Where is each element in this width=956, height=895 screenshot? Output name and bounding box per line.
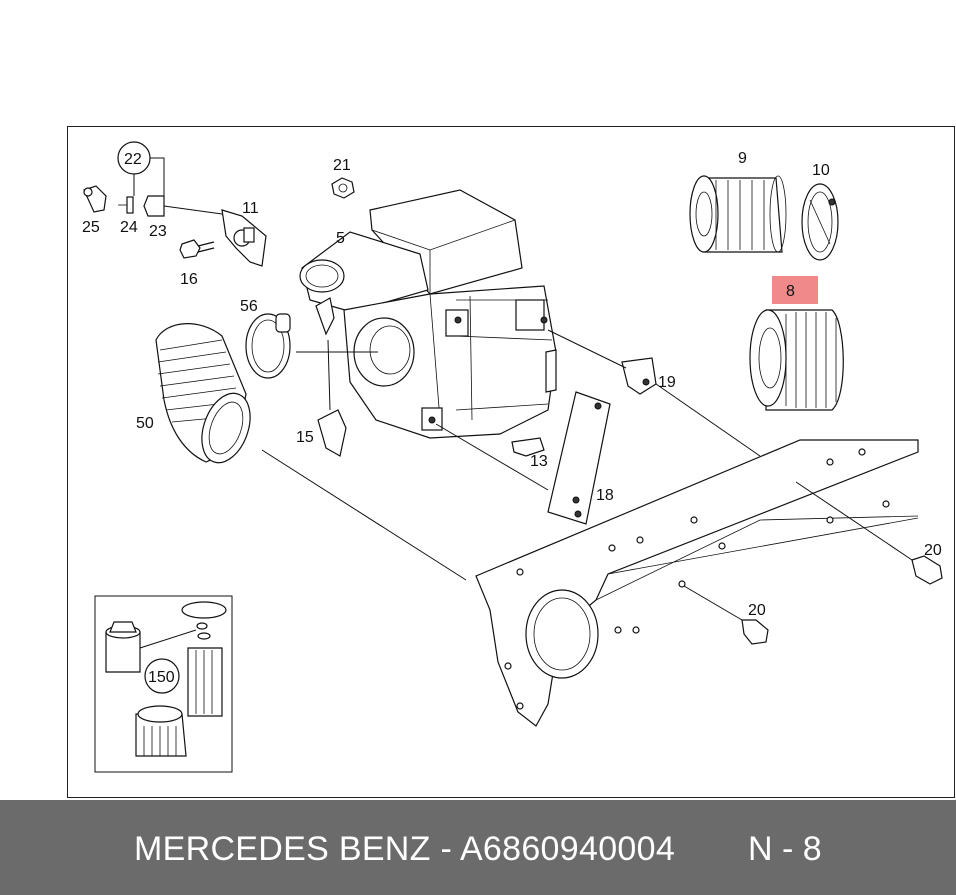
nut-21 <box>331 177 355 199</box>
callout-20-upper: 20 <box>924 542 942 559</box>
diagram-reference: N - 8 <box>748 830 822 868</box>
fuel-filter-kit-150 <box>105 601 227 757</box>
callout-16: 16 <box>180 271 198 288</box>
bracket-18 <box>547 391 611 525</box>
callout-circle-150 <box>144 658 180 694</box>
brand-part-number: MERCEDES BENZ - A6860940004 <box>134 830 676 868</box>
parts-diagram: 22 25 24 23 11 16 21 <box>82 141 943 773</box>
callout-24: 24 <box>120 219 138 236</box>
callout-21: 21 <box>333 157 351 174</box>
callout-11: 11 <box>242 200 259 217</box>
callout-19: 19 <box>658 374 676 391</box>
bolt-20-lower <box>683 585 769 645</box>
callout-50: 50 <box>136 415 154 432</box>
callout-150: 150 <box>148 669 175 686</box>
callout-56: 56 <box>240 298 258 315</box>
callout-25: 25 <box>82 219 100 236</box>
sensor-assembly: 22 <box>83 141 267 267</box>
bolt-20-upper <box>795 481 943 585</box>
clip-15 <box>315 297 347 457</box>
callout-5: 5 <box>336 230 345 247</box>
intake-hose-50 <box>155 323 251 464</box>
callout-18: 18 <box>596 487 614 504</box>
filter-element-9 <box>689 175 787 253</box>
safety-filter-10 <box>801 183 839 261</box>
callout-9: 9 <box>738 150 747 167</box>
hose-clamp-56 <box>245 313 291 379</box>
callout-15: 15 <box>296 429 314 446</box>
callout-23: 23 <box>149 223 167 240</box>
clip-13 <box>511 437 545 457</box>
callout-10: 10 <box>812 162 830 179</box>
filter-element-8 <box>749 309 844 411</box>
footer-bar <box>0 800 956 895</box>
bracket-19 <box>621 357 657 395</box>
callout-13: 13 <box>530 453 548 470</box>
highlight-box-8 <box>772 276 818 304</box>
inset-box-150 <box>94 595 233 773</box>
frame-rail <box>475 439 919 727</box>
callout-20-lower: 20 <box>748 602 766 619</box>
air-filter-housing <box>299 189 557 439</box>
callout-8: 8 <box>786 283 795 300</box>
callout-22: 22 <box>124 151 142 168</box>
